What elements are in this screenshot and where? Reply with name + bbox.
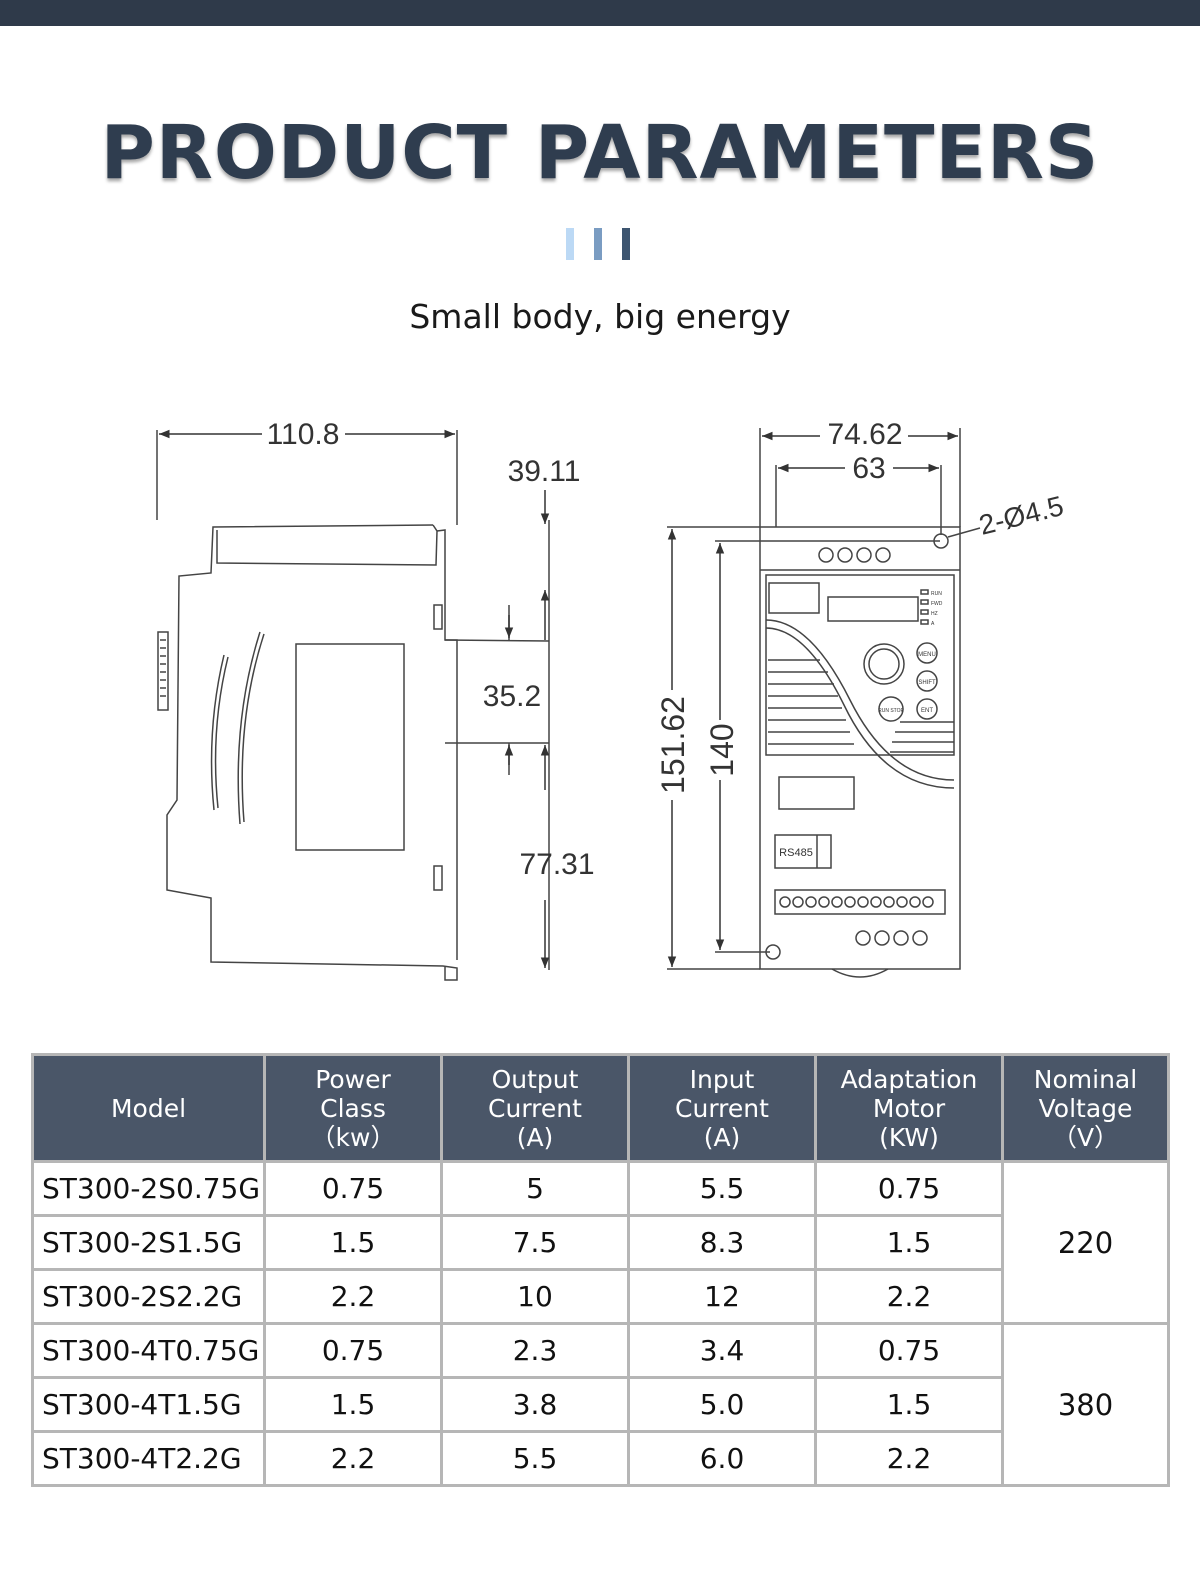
side-view	[156, 430, 550, 981]
table-row: ST300-4T0.75G 0.75 2.3 3.4 0.75 380	[31, 1322, 1170, 1487]
led-label-run: RUN	[931, 591, 942, 597]
cell-output-current: 5.5	[440, 1430, 630, 1487]
accent-bars-icon	[566, 228, 636, 260]
cell-power-class: 1.5	[263, 1376, 443, 1433]
cell-nominal-voltage: 380	[1001, 1322, 1170, 1487]
ent-key-icon	[916, 698, 938, 720]
cell-adaptation-motor: 0.75	[814, 1322, 1004, 1379]
menu-key-label: MENU	[918, 652, 936, 658]
led-label-a: A	[931, 621, 935, 627]
cell-input-current: 3.4	[627, 1322, 817, 1379]
parameter-table-wrapper: Model Power Class （kw） Output Current (A…	[31, 1053, 1170, 1487]
cell-power-class: 0.75	[263, 1322, 443, 1379]
dim-39-11: 39.11	[508, 455, 581, 488]
display-window	[827, 596, 919, 622]
ent-key-label: ENT	[921, 708, 933, 714]
cell-output-current: 10	[440, 1268, 630, 1325]
rs485-label: RS485	[779, 847, 813, 859]
dim-110-8: 110.8	[267, 418, 340, 451]
page-subtitle: Small body, big energy	[409, 297, 791, 336]
run-stop-key-icon	[878, 696, 904, 722]
rs485-port	[774, 834, 832, 869]
header-adaptation-motor: Adaptation Motor (KW)	[814, 1053, 1004, 1163]
header-nominal-voltage: Nominal Voltage （V）	[1001, 1053, 1170, 1163]
side-label-window	[295, 643, 405, 851]
knob-icon	[157, 631, 169, 711]
dimension-drawing: 110.8 39.11 35.2 77.31	[156, 418, 1067, 981]
table-header-row: Model Power Class （kw） Output Current (A…	[31, 1053, 1170, 1163]
led-label-hz: HZ	[931, 611, 938, 617]
side-view-body	[166, 524, 458, 981]
run-stop-key-label: RUN STOP	[878, 708, 904, 714]
table-row: ST300-4T2.2G 2.2 5.5 6.0 2.2	[31, 1430, 1169, 1487]
cell-input-current: 5.5	[627, 1160, 817, 1217]
table-row: ST300-2S0.75G 0.75 5 5.5 0.75 220	[31, 1160, 1170, 1325]
header-model: Model	[31, 1053, 266, 1163]
cell-adaptation-motor: 2.2	[814, 1268, 1004, 1325]
dim-63: 63	[852, 452, 885, 485]
table-row: ST300-4T1.5G 1.5 3.8 5.0 1.5	[31, 1376, 1169, 1433]
cell-model: ST300-2S1.5G	[31, 1214, 266, 1271]
cell-adaptation-motor: 1.5	[814, 1214, 1004, 1271]
front-view	[667, 428, 981, 978]
cell-adaptation-motor: 0.75	[814, 1160, 1004, 1217]
front-view-body	[759, 526, 961, 970]
shift-key-icon	[916, 670, 938, 692]
dim-151-62: 151.62	[655, 696, 691, 794]
table-row: ST300-2S2.2G 2.2 10 12 2.2	[31, 1268, 1169, 1325]
accent-bar-2	[594, 228, 602, 260]
led-label-fwd: FWD	[931, 601, 943, 607]
cell-model: ST300-4T1.5G	[31, 1376, 266, 1433]
cell-power-class: 0.75	[263, 1160, 443, 1217]
table-row: ST300-2S1.5G 1.5 7.5 8.3 1.5	[31, 1214, 1169, 1271]
cell-output-current: 2.3	[440, 1322, 630, 1379]
cell-power-class: 1.5	[263, 1214, 443, 1271]
cell-output-current: 5	[440, 1160, 630, 1217]
header-input-current: Input Current (A)	[627, 1053, 817, 1163]
dim-74-62: 74.62	[827, 418, 902, 451]
dim-hole-label: 2-Ø4.5	[976, 490, 1067, 541]
dial-knob-icon	[863, 643, 905, 685]
cell-nominal-voltage: 220	[1001, 1160, 1170, 1325]
cell-model: ST300-4T2.2G	[31, 1430, 266, 1487]
shift-key-label: SHIFT	[918, 680, 936, 686]
page-title: PRODUCT PARAMETERS	[100, 110, 1100, 196]
header-output-current: Output Current (A)	[440, 1053, 630, 1163]
parameter-table: Model Power Class （kw） Output Current (A…	[31, 1053, 1170, 1487]
cell-power-class: 2.2	[263, 1268, 443, 1325]
cell-input-current: 6.0	[627, 1430, 817, 1487]
cell-output-current: 3.8	[440, 1376, 630, 1433]
menu-key-icon	[916, 642, 938, 664]
cell-model: ST300-2S0.75G	[31, 1160, 266, 1217]
cell-input-current: 5.0	[627, 1376, 817, 1433]
cell-model: ST300-4T0.75G	[31, 1322, 266, 1379]
cell-adaptation-motor: 2.2	[814, 1430, 1004, 1487]
dim-140: 140	[704, 723, 740, 776]
accent-bar-3	[622, 228, 630, 260]
dim-77-31: 77.31	[519, 848, 594, 881]
dim-35-2: 35.2	[483, 680, 541, 713]
accent-bar-1	[566, 228, 574, 260]
cell-adaptation-motor: 1.5	[814, 1376, 1004, 1433]
cell-output-current: 7.5	[440, 1214, 630, 1271]
header-power-class: Power Class （kw）	[263, 1053, 443, 1163]
cell-model: ST300-2S2.2G	[31, 1268, 266, 1325]
top-banner-bar	[0, 0, 1200, 26]
cell-input-current: 8.3	[627, 1214, 817, 1271]
cell-input-current: 12	[627, 1268, 817, 1325]
cell-power-class: 2.2	[263, 1430, 443, 1487]
